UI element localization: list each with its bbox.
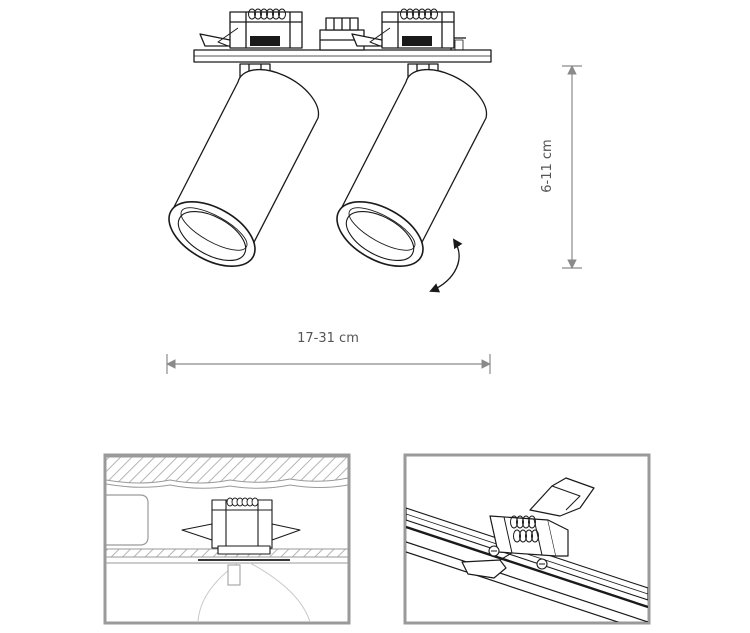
- height-dimension: 6-11 cm: [540, 65, 582, 269]
- spotlight-right: [336, 63, 488, 267]
- spring-clip-left: [199, 8, 303, 49]
- fixture-main-view: [168, 8, 492, 293]
- width-label: 17-31 cm: [297, 331, 359, 346]
- height-label: 6-11 cm: [540, 139, 555, 192]
- rotation-arrow-icon: [429, 238, 463, 293]
- detail-ceiling-installation: [103, 453, 351, 625]
- detail-spring-clip: [403, 453, 651, 625]
- width-dimension: 17-31 cm: [166, 331, 491, 374]
- spring-clip-right: [351, 8, 455, 49]
- spotlight-left: [168, 63, 320, 267]
